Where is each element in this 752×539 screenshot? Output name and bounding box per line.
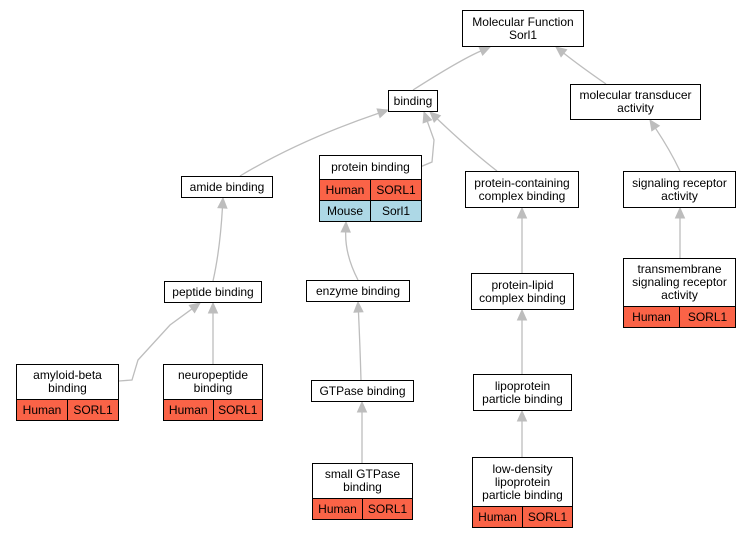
node-label: molecular transducer activity	[579, 88, 692, 115]
node-lipoprotein[interactable]: lipoprotein particle binding	[473, 374, 572, 411]
gene-row-human: Human SORL1	[17, 399, 118, 420]
species-cell: Human	[478, 509, 517, 524]
node-enzyme-binding[interactable]: enzyme binding	[306, 280, 410, 302]
arrowhead-ldl-to-lipoprotein	[516, 409, 528, 422]
gene-row-mouse: Mouse Sorl1	[320, 200, 421, 221]
edge-enzyme-binding-to-protein-binding	[345, 231, 359, 281]
edge-gtpase-to-enzyme-binding	[357, 311, 362, 381]
arrowhead-gtpase-to-enzyme-binding	[353, 300, 364, 313]
node-label: low-density lipoprotein particle binding	[482, 461, 563, 502]
gene-cell[interactable]: SORL1	[522, 507, 572, 527]
arrowhead-protein-lipid-to-protein-containing	[516, 206, 528, 219]
node-binding[interactable]: binding	[388, 90, 438, 112]
node-label: GTPase binding	[319, 383, 406, 398]
node-mol-transducer[interactable]: molecular transducer activity	[570, 84, 701, 120]
edge-signaling-receptor-to-mol-transducer	[655, 127, 681, 172]
arrowhead-amyloid-beta-to-peptide-binding	[188, 302, 201, 314]
edge-mol-transducer-to-root	[563, 52, 607, 85]
gene-cell[interactable]: SORL1	[362, 499, 412, 519]
arrowhead-small-gtpase-to-gtpase	[356, 400, 368, 413]
edge-amyloid-beta-to-peptide-binding	[118, 308, 193, 382]
gene-cell[interactable]: SORL1	[212, 400, 263, 420]
arrowhead-peptide-binding-to-amide-binding	[217, 196, 228, 209]
arrowhead-transmembrane-to-signaling-receptor	[674, 206, 686, 219]
node-label: small GTPase binding	[324, 467, 401, 494]
node-label: amyloid-beta binding	[33, 368, 102, 395]
arrowhead-lipoprotein-to-protein-lipid	[516, 308, 528, 321]
gene-row-human: Human SORL1	[164, 399, 262, 420]
arrowhead-protein-containing-to-binding	[429, 111, 442, 124]
species-cell: Human	[632, 309, 671, 324]
gene-cell[interactable]: SORL1	[370, 180, 421, 200]
edge-binding-to-root	[412, 50, 482, 91]
arrowhead-protein-binding-to-binding	[422, 110, 433, 124]
node-signaling-receptor[interactable]: signaling receptor activity	[623, 171, 736, 208]
gene-cell[interactable]: Sorl1	[370, 201, 421, 221]
gene-cell[interactable]: SORL1	[67, 400, 118, 420]
gene-row-human: Human SORL1	[320, 179, 421, 200]
arrowhead-binding-to-root	[478, 46, 492, 57]
node-ldl[interactable]: low-density lipoprotein particle binding…	[472, 457, 573, 528]
node-label: protein-lipid complex binding	[479, 277, 566, 305]
arrowhead-enzyme-binding-to-protein-binding	[340, 220, 351, 233]
node-label: lipoprotein particle binding	[482, 378, 563, 406]
node-gtpase[interactable]: GTPase binding	[311, 380, 414, 402]
gene-row-human: Human SORL1	[473, 506, 572, 527]
node-label: transmembrane signaling receptor activit…	[632, 262, 727, 302]
node-label: amide binding	[189, 179, 265, 194]
edge-protein-containing-to-binding	[436, 118, 498, 172]
gene-cell[interactable]: SORL1	[679, 307, 735, 327]
edge-amide-binding-to-binding	[239, 112, 379, 177]
node-label: enzyme binding	[315, 283, 401, 298]
node-peptide-binding[interactable]: peptide binding	[164, 281, 262, 303]
gene-row-human: Human SORL1	[624, 306, 735, 327]
node-label: Molecular Function Sorl1	[472, 14, 574, 42]
species-cell: Human	[318, 501, 357, 516]
species-cell: Human	[22, 402, 62, 417]
node-label: protein binding	[331, 160, 410, 174]
node-root[interactable]: Molecular Function Sorl1	[462, 10, 584, 47]
node-protein-containing[interactable]: protein-containing complex binding	[465, 171, 579, 208]
node-label: protein-containing complex binding	[474, 175, 570, 203]
species-cell: Human	[325, 182, 365, 197]
species-cell: Mouse	[326, 203, 364, 218]
node-protein-lipid[interactable]: protein-lipid complex binding	[471, 273, 574, 310]
arrowhead-signaling-receptor-to-mol-transducer	[649, 118, 661, 132]
node-transmembrane[interactable]: transmembrane signaling receptor activit…	[623, 258, 736, 328]
edge-peptide-binding-to-amide-binding	[212, 207, 224, 282]
node-label: binding	[393, 93, 433, 108]
arrowhead-mol-transducer-to-root	[555, 46, 568, 58]
species-cell: Human	[168, 402, 208, 417]
node-amide-binding[interactable]: amide binding	[181, 176, 273, 198]
arrowhead-amide-binding-to-binding	[376, 108, 390, 119]
arrowhead-neuropeptide-to-peptide-binding	[207, 301, 219, 314]
gene-row-human: Human SORL1	[313, 498, 412, 519]
edge-protein-binding-to-binding	[419, 121, 435, 168]
node-label: peptide binding	[172, 284, 254, 299]
node-label: neuropeptide binding	[177, 368, 249, 395]
node-label: signaling receptor activity	[632, 175, 727, 203]
